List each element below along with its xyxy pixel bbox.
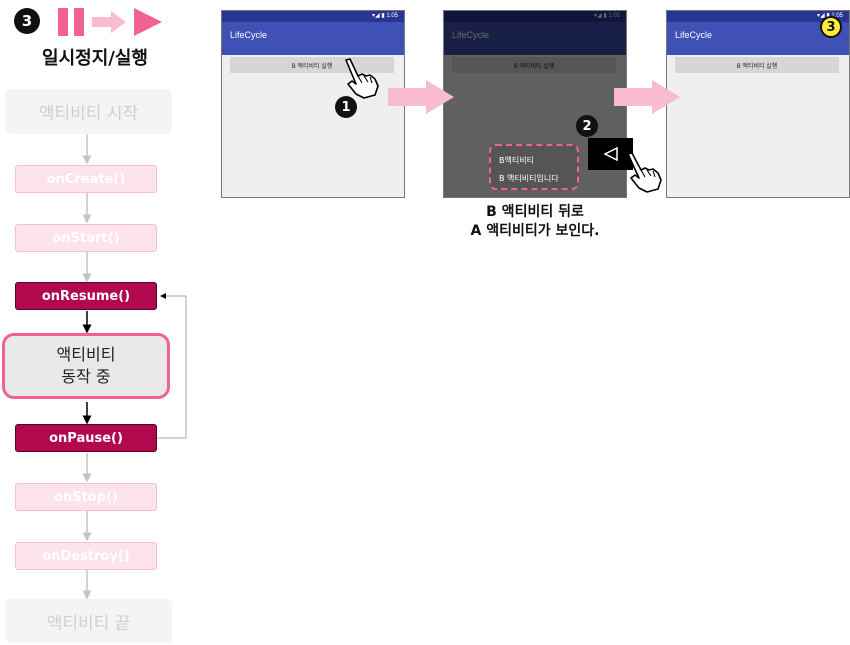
activity-end: 액티비티 끝 bbox=[5, 599, 172, 643]
running-line1: 액티비티 bbox=[56, 345, 116, 364]
hand-pointer-icon bbox=[345, 58, 379, 99]
activity-b-dialog: B액티비티 B 액티비티입니다 bbox=[489, 144, 579, 190]
status-time: ▾◢ ▮ 1:05 bbox=[817, 13, 843, 19]
pause-icon bbox=[58, 8, 84, 36]
step-2-badge: 2 bbox=[576, 115, 598, 137]
caption-line1: B 액티비티 뒤로 bbox=[486, 204, 584, 220]
onstart-box: onStart() bbox=[15, 224, 157, 252]
flow-connectors bbox=[82, 134, 187, 600]
app-bar bbox=[667, 22, 849, 55]
wifi-signal-icon: ▾◢ ▮ bbox=[817, 13, 832, 19]
status-bar: ▾◢ ▮ 1:05 bbox=[667, 11, 849, 22]
status-bar: ▾◢ ▮ 1:05 bbox=[222, 11, 404, 22]
step-number-badge: 3 bbox=[14, 8, 40, 34]
caption-line2: A 액티비티가 보인다. bbox=[470, 223, 600, 239]
status-time: ▾◢ ▮ 1:05 bbox=[372, 13, 398, 19]
onresume-box: onResume() bbox=[15, 282, 157, 310]
activity-start: 액티비티 시작 bbox=[5, 89, 172, 134]
activity-running: 액티비티 동작 중 bbox=[2, 333, 170, 399]
ondestroy-box: onDestroy() bbox=[15, 542, 157, 570]
arrow-right-icon bbox=[388, 80, 454, 114]
back-button[interactable] bbox=[588, 138, 633, 170]
running-line2: 동작 중 bbox=[61, 367, 111, 386]
pause-arrow-play-graphic bbox=[58, 8, 162, 36]
onstop-box: onStop() bbox=[15, 483, 157, 511]
step-3-badge: 3 bbox=[820, 16, 842, 38]
wifi-signal-icon: ▾◢ ▮ bbox=[372, 13, 387, 19]
oncreate-box: onCreate() bbox=[15, 165, 157, 193]
hand-pointer-icon bbox=[627, 152, 662, 193]
app-bar bbox=[222, 22, 404, 55]
phone-screen-a-resumed: ▾◢ ▮ 1:05 LifeCycle B 액티비티 실행 bbox=[666, 10, 850, 198]
arrow-right-icon bbox=[614, 80, 680, 114]
app-title: LifeCycle bbox=[675, 30, 713, 40]
transition-caption: B 액티비티 뒤로 A 액티비티가 보인다. bbox=[440, 203, 630, 241]
app-title: LifeCycle bbox=[230, 30, 268, 40]
arrow-right-icon bbox=[92, 11, 126, 33]
launch-b-button[interactable]: B 액티비티 실행 bbox=[675, 57, 839, 73]
dialog-title: B액티비티 bbox=[499, 156, 534, 165]
page-title: 일시정지/실행 bbox=[42, 48, 148, 69]
onpause-box: onPause() bbox=[15, 424, 157, 452]
phone-screen-a: ▾◢ ▮ 1:05 LifeCycle B 액티비티 실행 bbox=[221, 10, 405, 198]
play-icon bbox=[134, 8, 162, 36]
back-triangle-icon bbox=[602, 146, 618, 162]
step-1-badge: 1 bbox=[335, 96, 357, 118]
dialog-text: B 액티비티입니다 bbox=[499, 174, 559, 183]
